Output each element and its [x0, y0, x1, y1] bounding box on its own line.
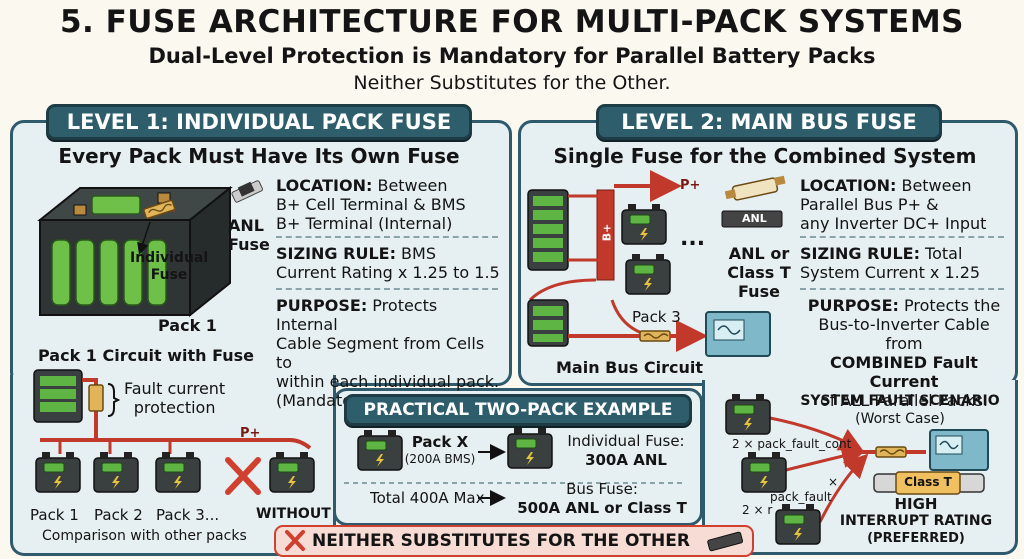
- class-t-label: Class T: [896, 475, 960, 489]
- level1-circuit-title: Pack 1 Circuit with Fuse: [38, 346, 254, 365]
- level2-sizing: SIZING RULE: Total System Current x 1.25: [800, 244, 1008, 282]
- level2-sep-2: [800, 288, 1004, 290]
- example-pack-x-battery: [358, 430, 402, 470]
- level1-sizing: SIZING RULE: BMS Current Rating x 1.25 t…: [276, 244, 502, 282]
- interrupt-rating: HIGH INTERRUPT RATING (PREFERRED): [826, 496, 1006, 547]
- without-fuse-battery: [270, 452, 314, 492]
- level1-sep-1: [276, 236, 498, 238]
- level1-purpose: PURPOSE: Protects Internal Cable Segment…: [276, 296, 502, 410]
- example-individual-fuse: Individual Fuse: 300A ANL: [556, 432, 696, 470]
- fault-title: SYSTEM FAULT SCENARIO (Worst Case): [800, 392, 1000, 428]
- pack3-mini-battery: [156, 452, 200, 492]
- level1-heading: Every Pack Must Have Its Own Fuse: [14, 144, 504, 168]
- pack-label-2: Pack 2: [94, 506, 143, 524]
- level2-sep-1: [800, 236, 1004, 238]
- fault-pack-a: [726, 394, 770, 434]
- level2-badge: LEVEL 2: MAIN BUS FUSE: [596, 104, 942, 140]
- pack-label-3: Pack 3...: [156, 506, 219, 524]
- level2-circuit-title: Main Bus Circuit: [556, 358, 703, 377]
- fault-pack-b: [742, 452, 786, 492]
- level2-location: LOCATION: Between Parallel Bus P+ & any …: [800, 176, 1008, 233]
- level2-pack3-label: Pack 3: [632, 308, 681, 326]
- level2-dots: ...: [680, 226, 705, 251]
- fault-pack-c: [776, 504, 820, 544]
- example-bus-fuse: Bus Fuse: 500A ANL or Class T: [512, 480, 692, 518]
- without-fuse-cross-icon: [228, 460, 258, 492]
- footer-banner: NEITHER SUBSTITUTES FOR THE OTHER: [312, 531, 690, 551]
- level1-badge: LEVEL 1: INDIVIDUAL PACK FUSE: [46, 104, 472, 140]
- level1-sep-2: [276, 288, 498, 290]
- level2-bplus-tag: B+: [600, 224, 613, 242]
- comparison-label: Comparison with other packs: [42, 528, 247, 544]
- example-second-battery: [508, 428, 552, 468]
- example-pack-label: Pack X (200A BMS): [402, 434, 478, 468]
- fault-label-c: 2 × r: [742, 503, 772, 517]
- level1-pack-label: Pack 1: [158, 316, 217, 335]
- pack-label-1: Pack 1: [30, 506, 79, 524]
- fault-label-a: 2 × pack_fault_cont: [732, 437, 851, 451]
- level2-bus-tag: P+: [680, 178, 700, 193]
- anl-fuse-illustration: [231, 180, 263, 203]
- level2-heading: Single Fuse for the Combined System: [520, 144, 1010, 168]
- pack2-mini-battery: [94, 452, 138, 492]
- pack-label-without: WITHOUT: [256, 506, 331, 522]
- fault-label-x: ×: [828, 475, 838, 489]
- level2-anl-tag: ANL: [742, 212, 767, 225]
- level2-pack1-battery: [622, 204, 666, 244]
- level1-location: LOCATION: Between B+ Cell Terminal & BMS…: [276, 176, 502, 233]
- example-total: Total 400A Max: [370, 489, 484, 507]
- level2-pack3-battery: [626, 254, 670, 294]
- pack1-mini-battery: [36, 452, 80, 492]
- level1-bus-tag: P+: [240, 426, 260, 441]
- fault-label-b: pack_fault: [770, 490, 832, 504]
- example-badge: PRACTICAL TWO-PACK EXAMPLE: [344, 394, 692, 426]
